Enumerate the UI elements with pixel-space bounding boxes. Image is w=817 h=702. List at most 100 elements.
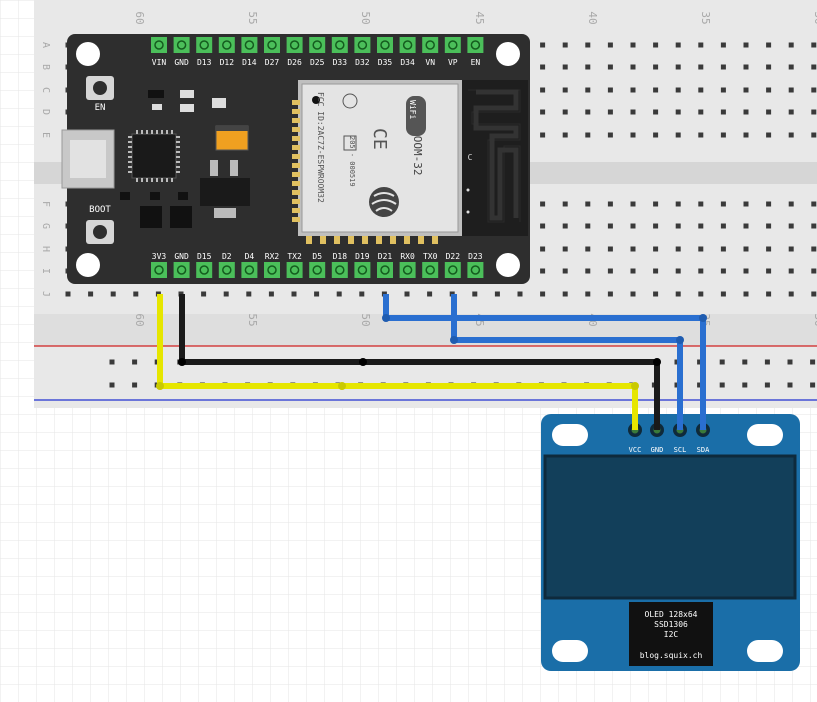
header-pin-3v3[interactable]: 3V3 [151,252,167,278]
row-letter: J [40,291,51,297]
breadboard-hole [766,268,772,274]
header-pin-d15[interactable]: D15 [196,252,213,278]
row-letter: F [40,201,51,207]
wire-d21-sda[interactable] [383,294,706,430]
breadboard-hole [472,291,478,297]
header-pin-rx0[interactable]: RX0 [399,252,416,278]
oled-pin-label: SDA [697,446,710,454]
rail-hole [787,382,793,388]
breadboard-hole [404,291,410,297]
wire-bend [338,382,346,390]
header-pin-tx2[interactable]: TX2 [286,252,303,278]
column-number: 50 [359,313,372,326]
breadboard-hole [630,201,636,207]
rail-hole [764,382,770,388]
breadboard-hole [766,132,772,138]
breadboard-hole [630,223,636,229]
header-pin-d13[interactable]: D13 [196,37,213,67]
header-pin-d25[interactable]: D25 [309,37,326,67]
header-pin-en[interactable]: EN [467,37,484,67]
pin-label: GND [174,252,189,261]
header-pin-tx0[interactable]: TX0 [422,252,439,278]
breadboard-hole [540,268,546,274]
wire-gnd-gnd[interactable] [179,294,660,430]
row-letter: D [40,109,51,115]
breadboard-hole [698,201,704,207]
breadboard-hole [630,132,636,138]
breadboard-hole [427,291,433,297]
header-pin-vin[interactable]: VIN [151,37,167,67]
mounting-hole [496,42,520,66]
header-pin-d18[interactable]: D18 [331,252,348,278]
header-pin-d32[interactable]: D32 [354,37,371,67]
pin-label: VN [425,58,435,67]
header-pin-d12[interactable]: D12 [218,37,235,67]
breadboard-hole [698,223,704,229]
breadboard-hole [607,246,613,252]
antenna-mark: C [468,153,473,162]
breadboard-hole [811,109,817,115]
breadboard-hole [743,268,749,274]
breadboard-hole [246,291,252,297]
header-pin-d34[interactable]: D34 [399,37,416,67]
oled-mounting-hole [552,640,588,662]
rail-hole [742,382,748,388]
breadboard-hole [540,201,546,207]
header-pin-vn[interactable]: VN [422,37,439,67]
breadboard-hole [788,246,794,252]
breadboard-hole [630,109,636,115]
header-pin-gnd[interactable]: GND [173,252,190,278]
header-pin-d26[interactable]: D26 [286,37,303,67]
breadboard-hole [562,291,568,297]
rail-hole [719,359,725,365]
breadboard-hole [675,291,681,297]
column-number: 50 [359,11,372,24]
rail-hole [764,359,770,365]
rail-hole [787,359,793,365]
header-pin-d23[interactable]: D23 [467,252,484,278]
breadboard-hole [562,201,568,207]
header-pin-d2[interactable]: D2 [218,252,235,278]
oled-line-3: I2C [664,630,679,639]
cert-label: 205 - 000519 [348,136,356,187]
pin-label: D32 [355,58,370,67]
breadboard-hole [540,109,546,115]
breadboard-hole [653,87,659,93]
header-pin-d5[interactable]: D5 [309,252,326,278]
breadboard-hole [359,291,365,297]
header-pin-d33[interactable]: D33 [331,37,348,67]
header-pin-vp[interactable]: VP [444,37,461,67]
breadboard-hole [336,291,342,297]
rail-hole [719,382,725,388]
row-letter: I [40,268,51,274]
breadboard-hole [562,42,568,48]
wire-3v3-vcc[interactable] [157,294,638,430]
pin-label: GND [174,58,189,67]
oled-pin-label: VCC [629,446,642,454]
column-number: 60 [133,313,146,326]
header-pin-d14[interactable]: D14 [241,37,258,67]
header-pin-d19[interactable]: D19 [354,252,371,278]
breadboard-hole [585,109,591,115]
breadboard-hole [675,109,681,115]
breadboard-hole [675,132,681,138]
breadboard-hole [811,64,817,70]
breadboard-hole [562,109,568,115]
breadboard-hole [314,291,320,297]
header-pin-d4[interactable]: D4 [241,252,258,278]
oled-mounting-hole [747,640,783,662]
breadboard-hole [653,64,659,70]
rail-hole [810,382,816,388]
header-pin-d27[interactable]: D27 [264,37,280,67]
breadboard-hole [653,132,659,138]
header-pin-gnd[interactable]: GND [173,37,190,67]
header-pin-d35[interactable]: D35 [377,37,393,67]
rail-hole [109,359,115,365]
breadboard-hole [675,223,681,229]
header-pin-d22[interactable]: D22 [444,252,461,278]
header-pin-d21[interactable]: D21 [377,252,393,278]
en-button-label: EN [95,103,106,113]
header-pin-rx2[interactable]: RX2 [264,252,280,278]
breadboard-hole [811,246,817,252]
pin-label: TX2 [287,252,302,261]
